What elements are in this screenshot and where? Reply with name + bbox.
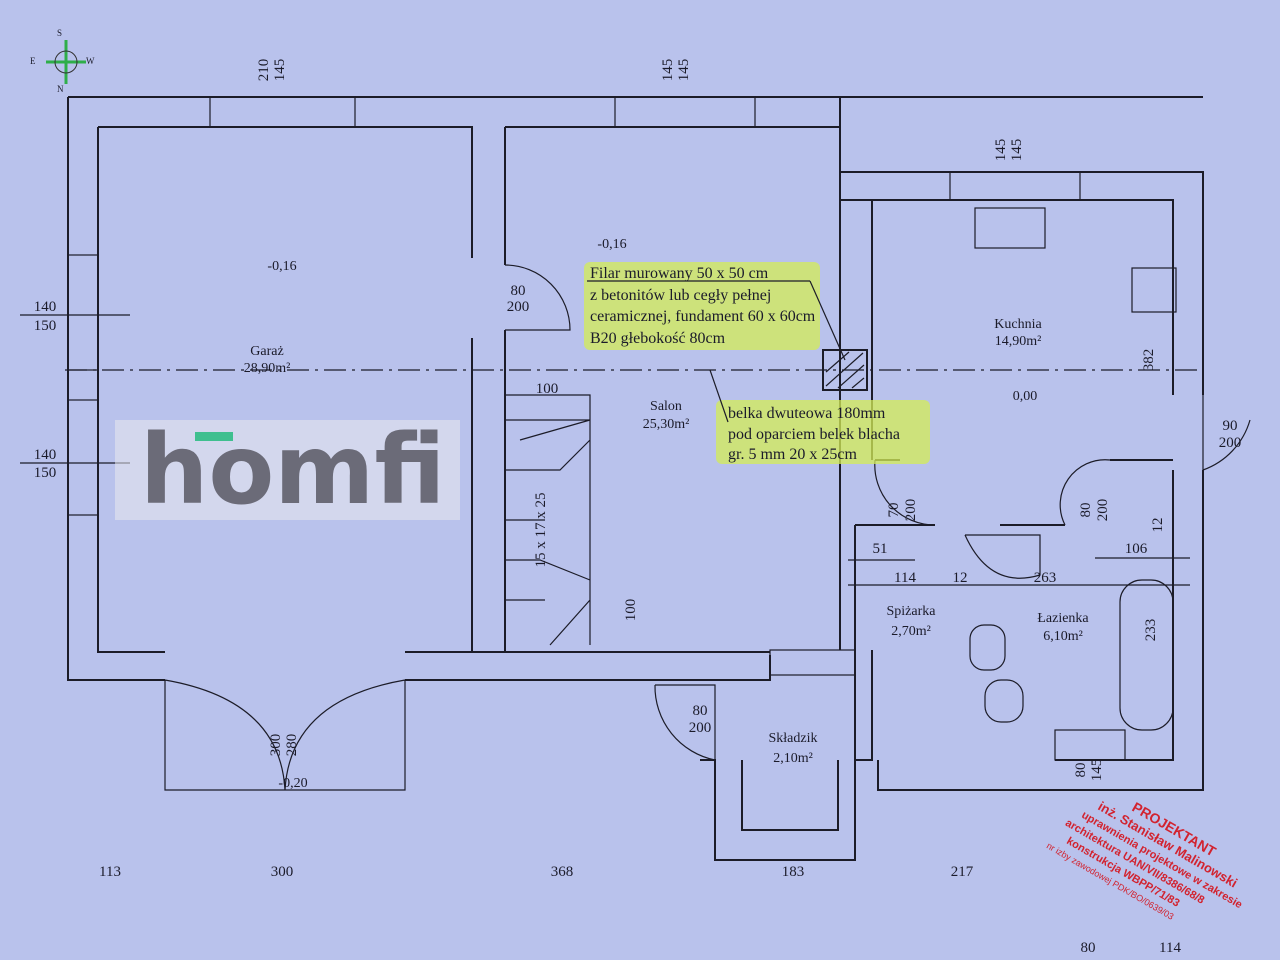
level-garage-door: -0,20 [278,776,307,791]
pillar-note-line: Filar murowany 50 x 50 cm [590,265,769,282]
door-dim: 280 [284,734,300,757]
room-storage-name: Składzik [769,731,818,746]
bottom-dim: 183 [782,864,805,880]
pillar-note-line: ceramicznej, fundament 60 x 60cm [590,308,816,325]
window-dim: 145 [1009,139,1025,162]
door-dim: 70 [886,503,902,518]
room-bathroom-area: 6,10m² [1043,629,1083,644]
inner-dim: 114 [894,570,916,586]
window-dim: 145 [660,59,676,82]
designer-stamp: PROJEKTANT inż. Stanisław Malinowski upr… [1045,798,1244,921]
pillar-note-line: B20 głebokość 80cm [590,330,726,347]
walls [65,96,1251,861]
inner-dim: 12 [953,570,968,586]
inner-dim: 12 [1150,518,1166,533]
watermark-logo: homfi [140,414,445,526]
beam-note-line: pod oparciem belek blacha [728,426,900,443]
inner-dim: 100 [536,381,559,397]
inner-dim: 15 x 17 x 25 [533,493,549,568]
compass-icon: S E W N [30,28,95,94]
window-dim: 210 [256,59,272,82]
window-dim: 150 [34,318,57,334]
stove-icon [1131,267,1177,313]
room-kitchen-area: 14,90m² [995,334,1042,349]
room-garage-area: 28,90m² [244,361,291,376]
door-dim: 80 [1078,503,1094,518]
level-salon: -0,16 [597,237,626,252]
inner-dim: 382 [1141,349,1157,372]
door-dim: 90 [1223,418,1238,434]
beam-note-line: gr. 5 mm 20 x 25cm [728,446,857,463]
door-dim: 200 [507,299,530,315]
room-salon-area: 25,30m² [643,417,690,432]
window-dim: 145 [993,139,1009,162]
compass-s: S [57,28,62,38]
window-dim: 150 [34,465,57,481]
bottom-dim: 300 [271,864,294,880]
room-storage-area: 2,10m² [773,751,813,766]
window-dim: 140 [34,447,57,463]
room-garage-name: Garaż [250,344,283,359]
beam-note-line: belka dwuteowa 180mm [728,405,886,422]
washbasin-icon [969,624,1006,671]
door-dim: 80 [693,703,708,719]
inner-dim: 263 [1034,570,1057,586]
bathtub-icon [1119,579,1174,731]
room-salon-name: Salon [650,399,682,414]
compass-e: E [30,56,36,66]
room-pantry-area: 2,70m² [891,624,931,639]
watermark-accent [195,432,233,441]
room-bathroom-name: Łazienka [1037,611,1089,626]
window-dim: 145 [1089,759,1105,782]
window-dim: 140 [34,299,57,315]
room-kitchen-name: Kuchnia [994,317,1042,332]
window-dim: 145 [676,59,692,82]
door-dim: 80 [511,283,526,299]
door-dim: 200 [1095,499,1111,522]
level-garage: -0,16 [267,259,296,274]
compass-n: N [57,84,64,94]
toilet-icon [984,679,1024,723]
bottom-dim: 217 [951,864,974,880]
shower-icon [964,534,1041,579]
window-dim: 80 [1073,763,1089,778]
bottom-dim: 114 [1159,940,1181,956]
door-dim: 200 [689,720,712,736]
pillar-note-line: z betonitów lub cegły pełnej [590,287,771,304]
door-dim: 300 [268,734,284,757]
inner-dim: 106 [1125,541,1148,557]
inner-dim: 233 [1143,619,1159,642]
bottom-dim: 113 [99,864,121,880]
window-dim: 145 [272,59,288,82]
watermark-box [115,420,460,520]
sink-icon [974,207,1046,249]
inner-dim: 100 [623,599,639,622]
inner-dim: 51 [873,541,888,557]
room-pantry-name: Spiżarka [887,604,937,619]
door-dim: 200 [1219,435,1242,451]
compass-w: W [86,56,95,66]
level-kitchen: 0,00 [1013,389,1038,404]
bottom-dim: 368 [551,864,574,880]
door-dim: 200 [903,499,919,522]
bottom-dim: 80 [1081,940,1096,956]
